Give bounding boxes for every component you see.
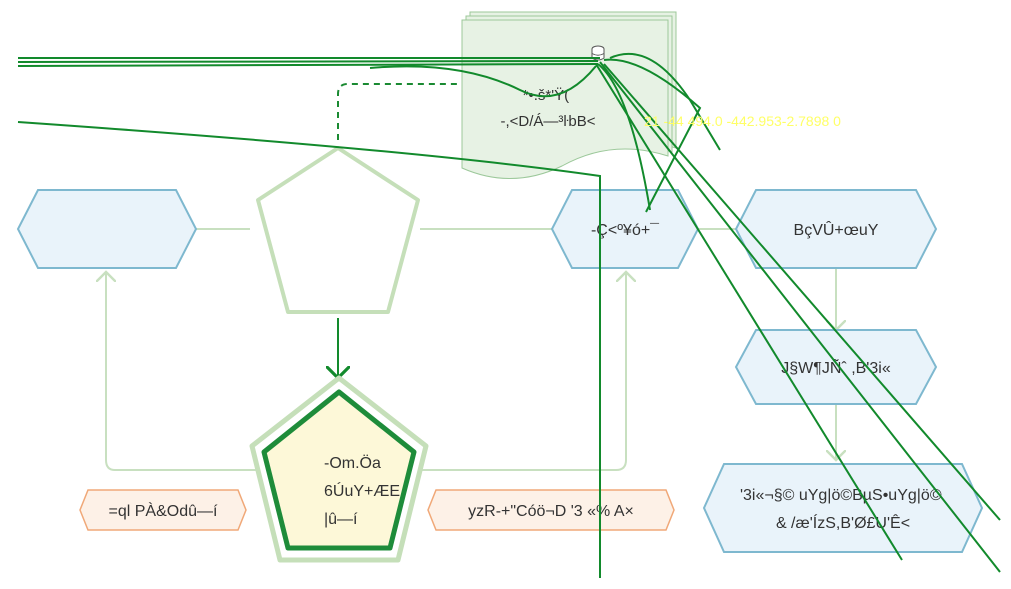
tag-right-label: yzR-+"Cóö¬D '3 «% A× bbox=[468, 503, 634, 520]
hex-node-left[interactable] bbox=[16, 189, 198, 269]
hex-node-middle-label: -Ç<º¥ó+¯ bbox=[591, 222, 659, 239]
pentagon-node-top[interactable] bbox=[256, 146, 420, 314]
dashed-connector bbox=[337, 83, 462, 140]
overlay-text: 21 -44 494.0 -442.953-2.7898 0 bbox=[644, 113, 841, 129]
hex-node-right-bottom[interactable]: '3i«¬§© uYg|ö©BµS•uYg|ö© & /æ'ÍzS,B'Ø£U'… bbox=[702, 463, 984, 553]
connectors bbox=[106, 228, 836, 471]
document-node[interactable]: *•.š*'Ÿ( -,<D/Á—³ŀbB< bbox=[461, 11, 677, 179]
pentagon-node-bottom[interactable]: -Om.Öa 6ÚuY+ÆE |û—í bbox=[249, 375, 429, 563]
connector-loop-right bbox=[408, 272, 626, 471]
annotation-lines bbox=[17, 52, 1001, 578]
connector-loop-left bbox=[106, 272, 270, 471]
tag-left[interactable]: =ql PÀ&Odû—í bbox=[79, 489, 247, 531]
tag-right[interactable]: yzR-+"Cóö¬D '3 «% A× bbox=[427, 489, 675, 531]
pentagon-node-bottom-label: -Om.Öa 6ÚuY+ÆE |û—í bbox=[324, 454, 405, 528]
hex-node-right-label: BçVÛ+œuY bbox=[794, 220, 879, 239]
hex-node-middle[interactable]: -Ç<º¥ó+¯ bbox=[550, 189, 700, 269]
hex-node-right[interactable]: BçVÛ+œuY bbox=[734, 189, 938, 269]
tag-left-label: =ql PÀ&Odû—í bbox=[109, 501, 219, 520]
